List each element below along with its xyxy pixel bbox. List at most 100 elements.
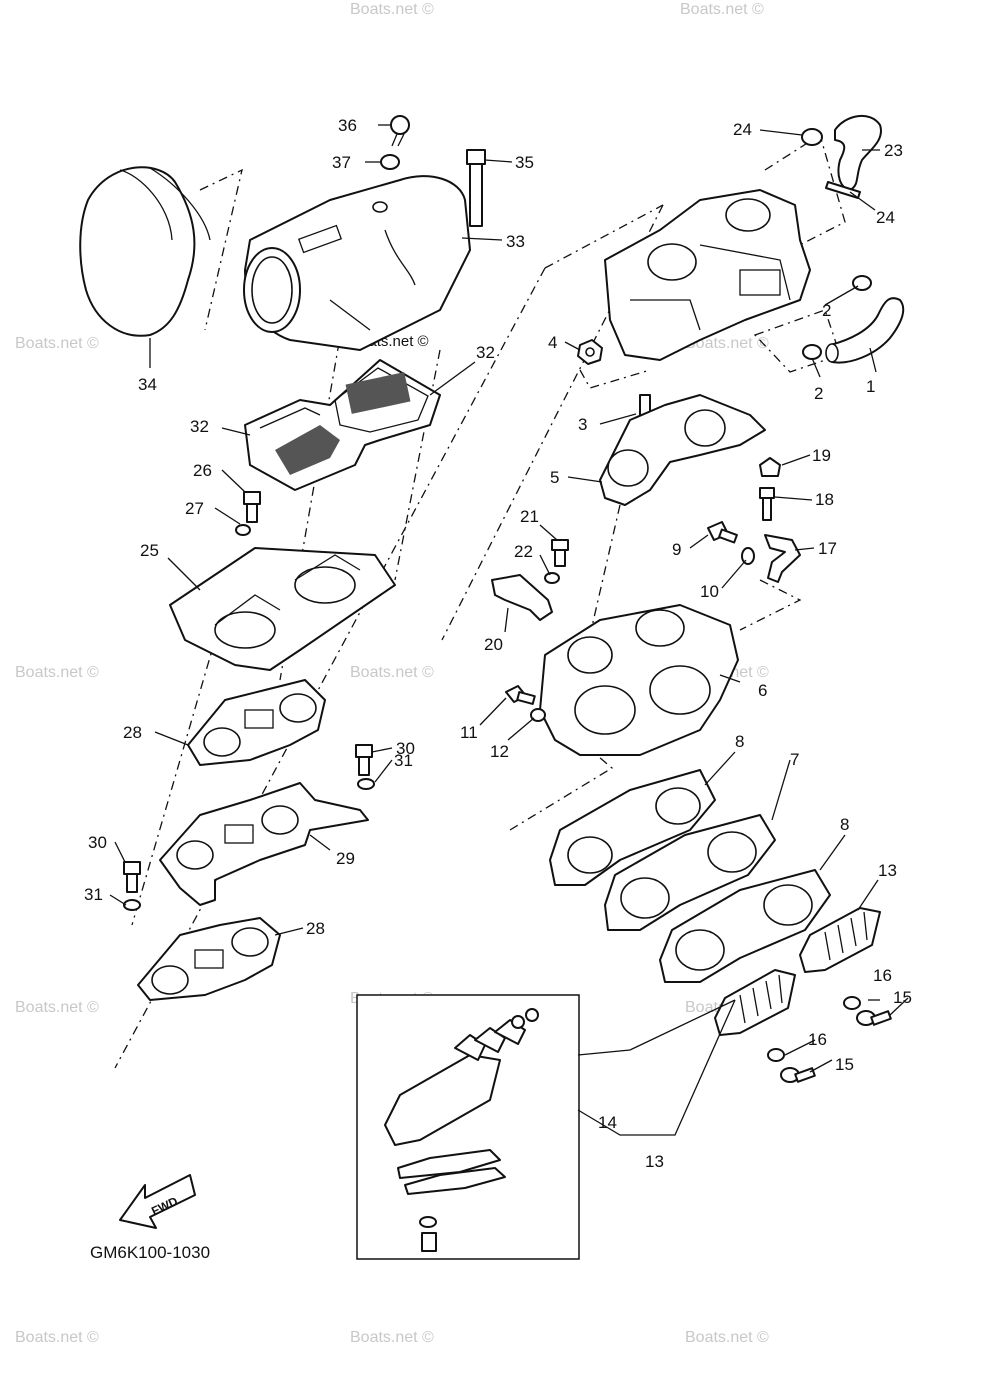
callout-label: 15 — [835, 1055, 854, 1074]
callout-label: 31 — [394, 751, 413, 770]
air-silencer-part — [243, 175, 471, 351]
callout-label: 13 — [645, 1152, 664, 1171]
screw-36 — [390, 115, 410, 147]
nut-4 — [577, 339, 603, 365]
callout-label: 32 — [190, 417, 209, 436]
washer-16-left — [767, 1048, 785, 1062]
callouts: 1 2 2 3 4 5 6 7 8 8 9 10 11 12 13 13 14 … — [84, 116, 912, 1171]
callout-label: 31 — [84, 885, 103, 904]
callout-label: 4 — [548, 333, 557, 352]
callout-label: 28 — [306, 919, 325, 938]
watermark: Boats.net © — [350, 1329, 434, 1346]
gasket-8-upper — [549, 769, 716, 886]
bolt-18 — [759, 487, 775, 521]
watermark: Boats.net © — [15, 1329, 99, 1346]
watermark: Boats.net © — [350, 664, 434, 681]
callout-label: 1 — [866, 377, 875, 396]
leader-lines — [109, 124, 909, 1136]
callout-label: 26 — [193, 461, 212, 480]
spacer-7-part — [604, 814, 776, 931]
bracket-17-part — [764, 534, 801, 583]
callout-label: 23 — [884, 141, 903, 160]
callout-label: 35 — [515, 153, 534, 172]
screw-15-left — [780, 1067, 816, 1083]
watermark: Boats.net © — [680, 1, 764, 18]
watermark: Boats.net © — [350, 1, 434, 18]
bolt-11 — [505, 685, 536, 705]
callout-label: 25 — [140, 541, 159, 560]
callout-label: 24 — [733, 120, 752, 139]
callout-label: 32 — [476, 343, 495, 362]
flame-arrester-part — [244, 359, 441, 491]
callout-label: 5 — [550, 468, 559, 487]
callout-label: 24 — [876, 208, 895, 227]
intake-manifold-part — [539, 604, 739, 756]
callout-label: 36 — [338, 116, 357, 135]
intake-boot-part — [79, 166, 211, 337]
callout-label: 15 — [893, 988, 912, 1007]
callout-label: 13 — [878, 861, 897, 880]
fwd-arrow-icon: FWD — [119, 1174, 196, 1229]
watermark: Boats.net © — [685, 1329, 769, 1346]
diagram-code: GM6K100-1030 — [90, 1243, 210, 1262]
callout-label: 18 — [815, 490, 834, 509]
callout-label: 20 — [484, 635, 503, 654]
callout-label: 21 — [520, 507, 539, 526]
callout-label: 33 — [506, 232, 525, 251]
screw-15-right — [856, 1010, 892, 1026]
cap-19 — [759, 457, 781, 477]
hose-23-part — [834, 115, 882, 191]
callout-label: 8 — [840, 815, 849, 834]
callout-label: 16 — [808, 1030, 827, 1049]
gasket-8-lower — [659, 869, 831, 983]
callout-label: 27 — [185, 499, 204, 518]
gasket-5-part — [599, 394, 766, 506]
callout-label: 17 — [818, 539, 837, 558]
washer-16-right — [843, 996, 861, 1010]
carburetor-part — [604, 189, 811, 361]
callout-label: 34 — [138, 375, 157, 394]
callout-label: 6 — [758, 681, 767, 700]
callout-label: 8 — [735, 732, 744, 751]
watermark: Boats.net © — [685, 335, 769, 352]
clamp-2-lower — [802, 344, 822, 360]
watermark: Boats.net © — [15, 335, 99, 352]
reed-valve-kit-inset — [356, 994, 580, 1260]
washer-31-upper — [357, 778, 375, 790]
watermark: Boats.net © — [15, 999, 99, 1016]
bolt-35 — [466, 149, 486, 227]
washer-22 — [544, 572, 560, 584]
callout-label: 14 — [598, 1113, 617, 1132]
washer-31-lower — [123, 899, 141, 911]
callout-label: 2 — [822, 301, 831, 320]
washer-12 — [530, 708, 546, 722]
callout-label: 29 — [336, 849, 355, 868]
callout-label: 11 — [460, 723, 478, 742]
callout-label: 10 — [700, 582, 719, 601]
bolt-21 — [551, 539, 569, 567]
bracket-29-part — [159, 782, 369, 906]
callout-label: 30 — [396, 739, 415, 758]
callout-label: 9 — [672, 540, 681, 559]
bolt-30-upper — [355, 744, 373, 776]
callout-label: 37 — [332, 153, 351, 172]
callout-label: 7 — [790, 750, 799, 769]
bracket-20-part — [491, 574, 553, 621]
callout-label: 12 — [490, 742, 509, 761]
hose-1-part — [825, 297, 905, 364]
callout-label: 28 — [123, 723, 142, 742]
silencer-base-part — [169, 547, 396, 671]
bolt-26 — [243, 491, 261, 523]
callout-label: 19 — [812, 446, 831, 465]
callout-label: 3 — [578, 415, 587, 434]
washer-10 — [741, 547, 755, 565]
callout-label: 2 — [814, 384, 823, 403]
reed-valve-13-left — [714, 969, 796, 1036]
washer-27 — [235, 524, 251, 536]
oring-37 — [380, 154, 400, 170]
clamp-24-upper — [801, 128, 823, 146]
callout-label: 22 — [514, 542, 533, 561]
gasket-28-upper — [187, 679, 326, 766]
callout-label: 30 — [88, 833, 107, 852]
